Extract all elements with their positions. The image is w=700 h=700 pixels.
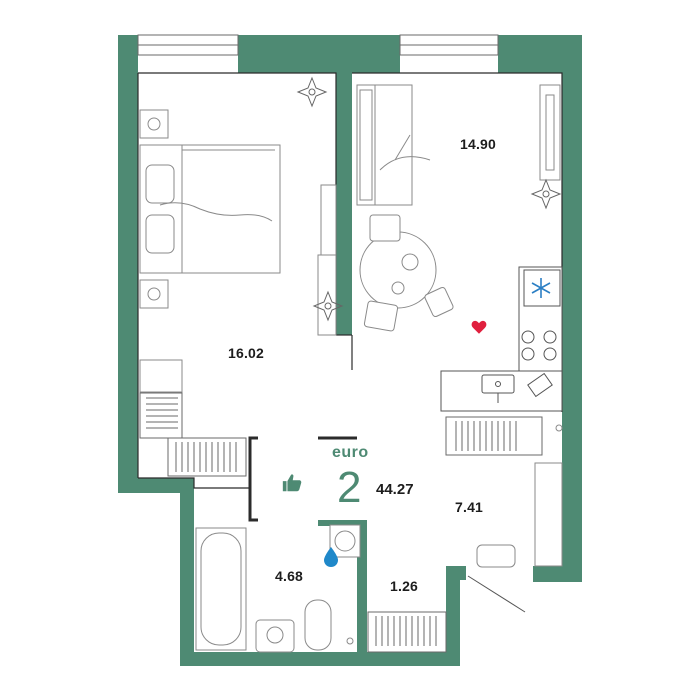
plant-icon [312,290,344,322]
hallway-furniture [476,424,563,568]
bathroom-area-label: 4.68 [275,568,304,584]
bedroom-area-label: 16.02 [228,345,265,361]
water-drop-icon [324,547,338,567]
plant-icon [530,178,562,210]
living-furniture [356,84,561,332]
bedroom-furniture [139,109,337,393]
windows [137,34,499,56]
walls [118,35,582,666]
heart-icon [471,320,487,334]
hallway-area-label: 7.41 [455,499,484,515]
entry-door [467,575,526,613]
rooms-count: 2 [337,463,362,512]
living-kitchen-area-label: 14.90 [460,136,497,152]
total-area-label: 44.27 [376,481,414,498]
apartment-type-label: euro [332,444,369,461]
thumbs-up-icon [282,474,302,492]
bathroom-fixtures [195,524,361,653]
snowflake-icon [531,278,551,298]
partition-brackets [248,436,357,522]
radiators [139,392,543,653]
plant-icon [296,76,328,108]
wc-area-label: 1.26 [390,578,419,594]
